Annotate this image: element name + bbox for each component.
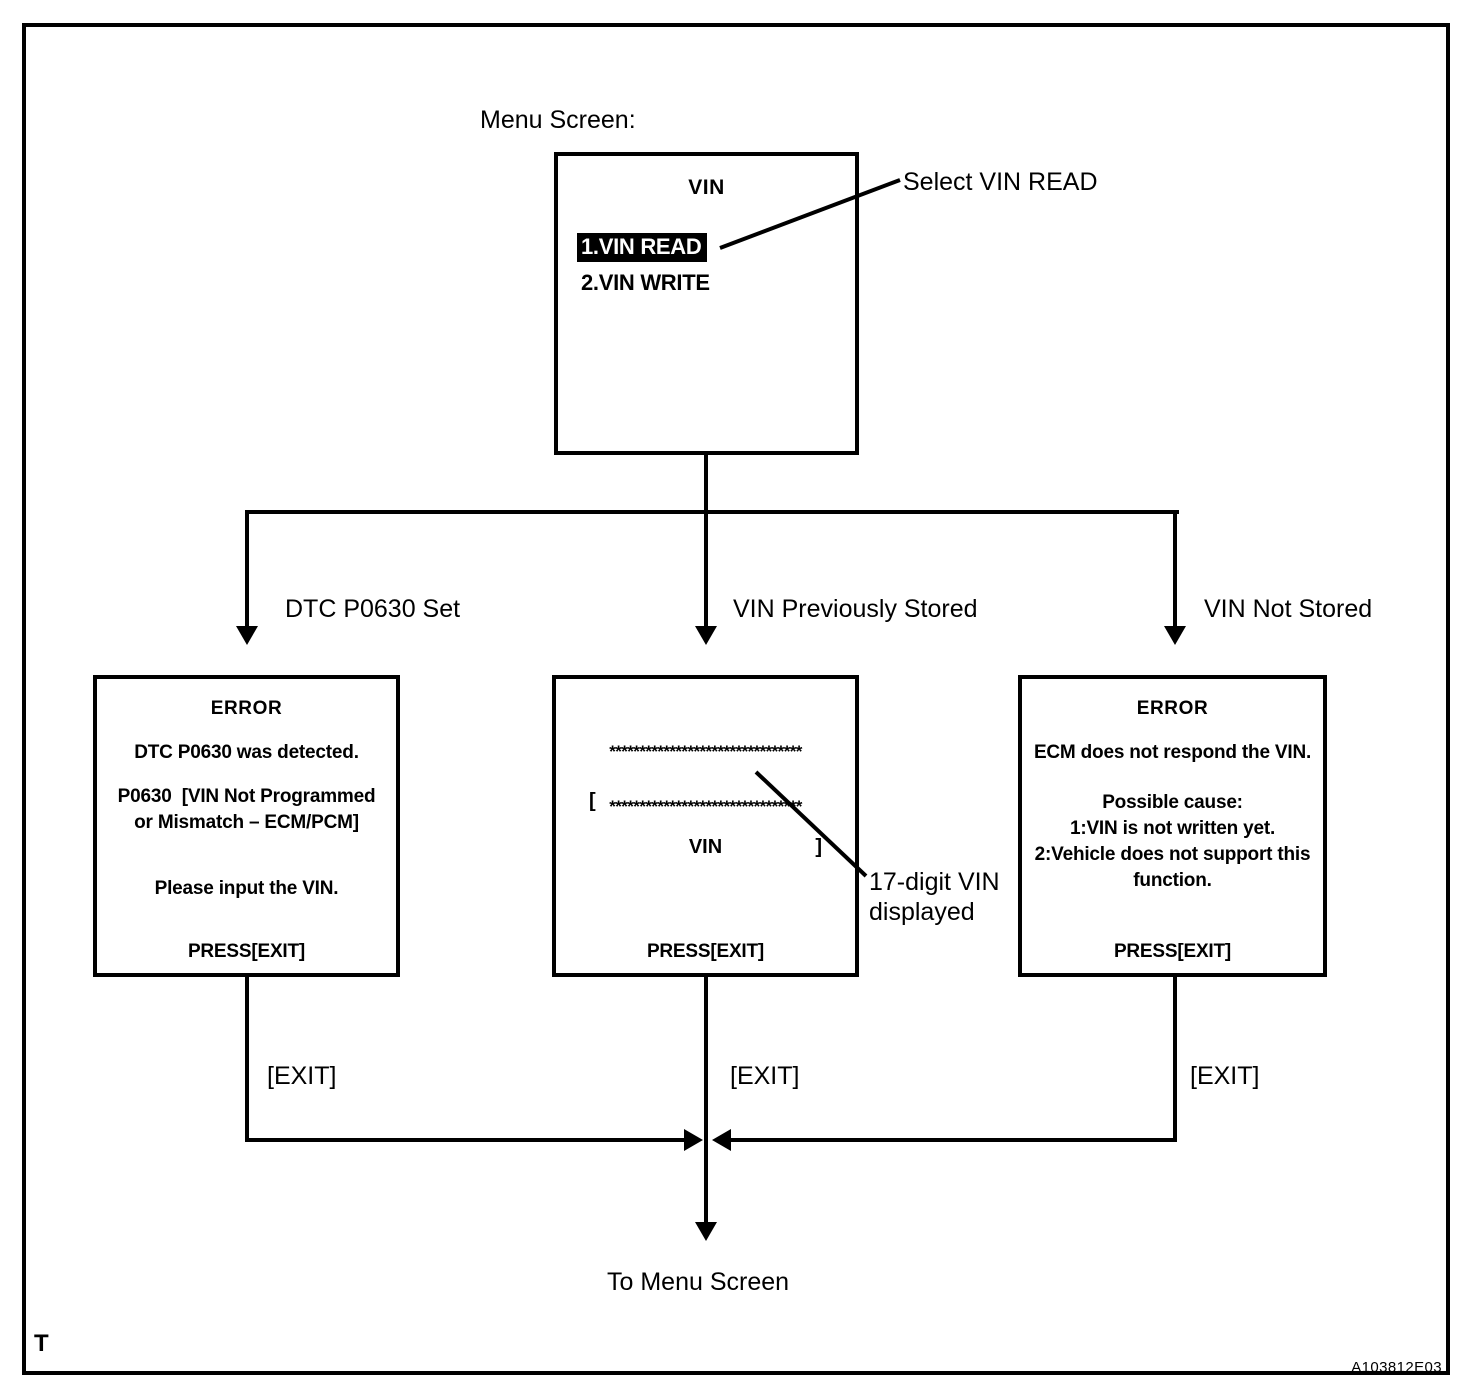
menu-item-vin-read[interactable]: 1.VIN READ bbox=[577, 233, 708, 262]
vin-digits-callout-line-2: displayed bbox=[869, 898, 975, 926]
exit-line-middle-vertical bbox=[704, 977, 708, 1235]
menu-item-vin-write[interactable]: 2.VIN WRITE bbox=[581, 270, 710, 295]
figure-border bbox=[22, 23, 1450, 1375]
no-response-press-exit: PRESS[EXIT] bbox=[1113, 941, 1232, 962]
to-menu-screen-arrow bbox=[695, 1222, 717, 1241]
to-menu-screen-caption: To Menu Screen bbox=[607, 1268, 790, 1296]
vin-display-screen-box[interactable]: ******************************** [ VIN ]… bbox=[552, 675, 859, 977]
select-vin-read-callout: Select VIN READ bbox=[903, 168, 1098, 196]
exit-label-left: [EXIT] bbox=[267, 1062, 337, 1090]
vin-placeholder-label: VIN bbox=[688, 836, 723, 858]
vin-digits-callout-line-1: 17-digit VIN bbox=[869, 868, 1000, 896]
branch-label-stored: VIN Previously Stored bbox=[733, 595, 978, 623]
branch-arrow-stored bbox=[695, 626, 717, 645]
exit-label-right: [EXIT] bbox=[1190, 1062, 1260, 1090]
exit-line-left-horizontal bbox=[245, 1138, 697, 1142]
no-response-cause-2-cont: function. bbox=[1133, 870, 1212, 891]
menu-screen-stem bbox=[704, 455, 708, 514]
exit-label-middle: [EXIT] bbox=[730, 1062, 800, 1090]
dtc-error-code-line-1: P0630 [VIN Not Programmed bbox=[117, 786, 376, 807]
branch-arrow-not-stored bbox=[1164, 626, 1186, 645]
no-response-error-title: ERROR bbox=[1136, 698, 1209, 719]
vin-stars-bottom: ******************************** bbox=[609, 797, 802, 816]
vin-close-bracket: ] bbox=[815, 836, 822, 858]
branch-label-not-stored: VIN Not Stored bbox=[1204, 595, 1373, 623]
menu-screen-box[interactable]: VIN 1.VIN READ 2.VIN WRITE bbox=[554, 152, 859, 455]
merge-arrow-from-right bbox=[712, 1129, 731, 1151]
menu-screen-caption: Menu Screen: bbox=[480, 106, 636, 134]
no-response-cause-2: 2:Vehicle does not support this bbox=[1034, 844, 1311, 865]
dtc-error-press-exit: PRESS[EXIT] bbox=[187, 941, 306, 962]
no-response-cause-1: 1:VIN is not written yet. bbox=[1069, 818, 1276, 839]
branch-arrow-dtc bbox=[236, 626, 258, 645]
no-response-error-message: ECM does not respond the VIN. bbox=[1033, 742, 1312, 763]
corner-mark: T bbox=[34, 1330, 49, 1357]
dtc-error-input-prompt: Please input the VIN. bbox=[154, 878, 339, 899]
vin-screen-press-exit: PRESS[EXIT] bbox=[646, 941, 765, 962]
dtc-error-screen-box[interactable]: ERROR DTC P0630 was detected. P0630 [VIN… bbox=[93, 675, 400, 977]
vin-open-bracket: [ bbox=[589, 790, 596, 812]
exit-line-right-horizontal bbox=[723, 1138, 1177, 1142]
no-response-error-screen-box[interactable]: ERROR ECM does not respond the VIN. Poss… bbox=[1018, 675, 1327, 977]
branch-line-stored bbox=[704, 510, 708, 632]
exit-line-right-vertical bbox=[1173, 977, 1177, 1142]
vin-value-row: [ VIN ] bbox=[556, 767, 855, 858]
figure-code: A103812E03 bbox=[1351, 1359, 1442, 1376]
dtc-error-code-line-2: or Mismatch – ECM/PCM] bbox=[134, 812, 359, 833]
dtc-error-title: ERROR bbox=[210, 698, 283, 719]
branch-line-not-stored bbox=[1173, 510, 1177, 632]
dtc-error-detected-line: DTC P0630 was detected. bbox=[134, 742, 359, 763]
select-vin-read-leader-line bbox=[719, 178, 901, 250]
no-response-possible-cause-heading: Possible cause: bbox=[1102, 792, 1243, 813]
menu-screen-title: VIN bbox=[688, 176, 725, 199]
branch-bus bbox=[245, 510, 1179, 514]
exit-line-left-vertical bbox=[245, 977, 249, 1142]
vin-stars-top: ******************************** bbox=[609, 742, 802, 761]
branch-label-dtc: DTC P0630 Set bbox=[285, 595, 461, 623]
merge-arrow-from-left bbox=[684, 1129, 703, 1151]
branch-line-dtc bbox=[245, 510, 249, 632]
vin-digits-leader-line bbox=[754, 770, 868, 878]
